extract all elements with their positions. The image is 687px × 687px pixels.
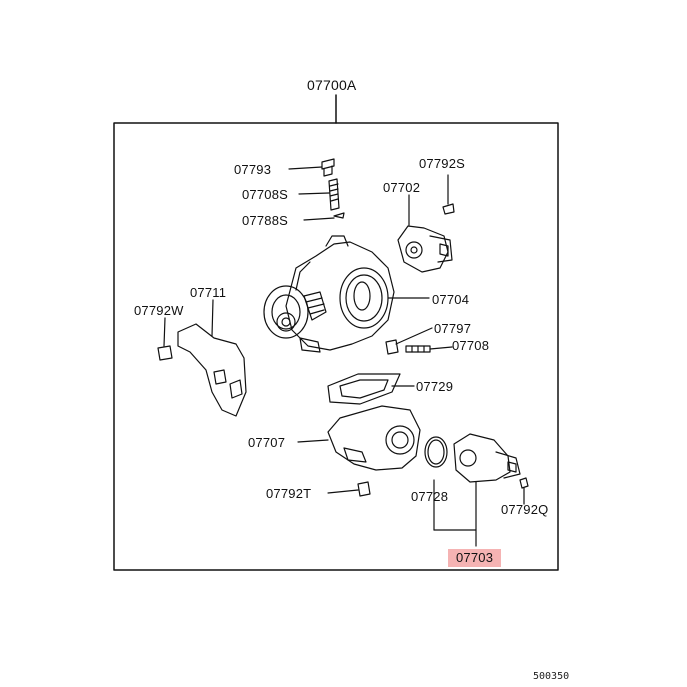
footer-code: 500350 xyxy=(533,671,570,682)
screw-07792T-drawing xyxy=(327,481,371,497)
gasket-07729-drawing xyxy=(327,373,415,405)
nut-07797-drawing xyxy=(385,327,433,355)
screw-07708-drawing xyxy=(405,345,453,353)
label-07711: 07711 xyxy=(190,285,227,300)
label-07700A: 07700A xyxy=(307,77,357,93)
screw-07708S-drawing xyxy=(298,178,340,211)
label-07708S: 07708S xyxy=(242,187,289,202)
screw-07792Q-drawing xyxy=(519,477,529,505)
label-07792Q: 07792Q xyxy=(501,502,549,517)
label-07702: 07702 xyxy=(383,180,421,195)
label-07729: 07729 xyxy=(416,379,454,394)
label-07708: 07708 xyxy=(452,338,490,353)
bolt-07792W-drawing xyxy=(157,317,173,361)
leader-bracket-07703 xyxy=(433,529,477,547)
o-ring-07728-drawing xyxy=(424,436,448,531)
label-07797: 07797 xyxy=(434,321,472,336)
label-07788S: 07788S xyxy=(242,213,289,228)
label-07704: 07704 xyxy=(432,292,470,307)
throttle-body-07704-drawing xyxy=(263,235,430,353)
cap-07793-drawing xyxy=(288,158,335,177)
pin-07788S-drawing xyxy=(303,212,345,221)
bracket-07711-drawing xyxy=(177,299,247,417)
housing-07707-drawing xyxy=(297,405,421,471)
sensor-07702-drawing xyxy=(397,194,453,273)
label-07792T: 07792T xyxy=(266,486,312,501)
label-07728: 07728 xyxy=(411,489,449,504)
label-07792S: 07792S xyxy=(419,156,466,171)
label-07793: 07793 xyxy=(234,162,272,177)
valve-07703-drawing xyxy=(453,433,521,531)
label-07707: 07707 xyxy=(248,435,286,450)
label-07703: 07703 xyxy=(448,549,502,567)
screw-07792S-drawing xyxy=(442,174,455,215)
label-07792W: 07792W xyxy=(134,303,184,318)
